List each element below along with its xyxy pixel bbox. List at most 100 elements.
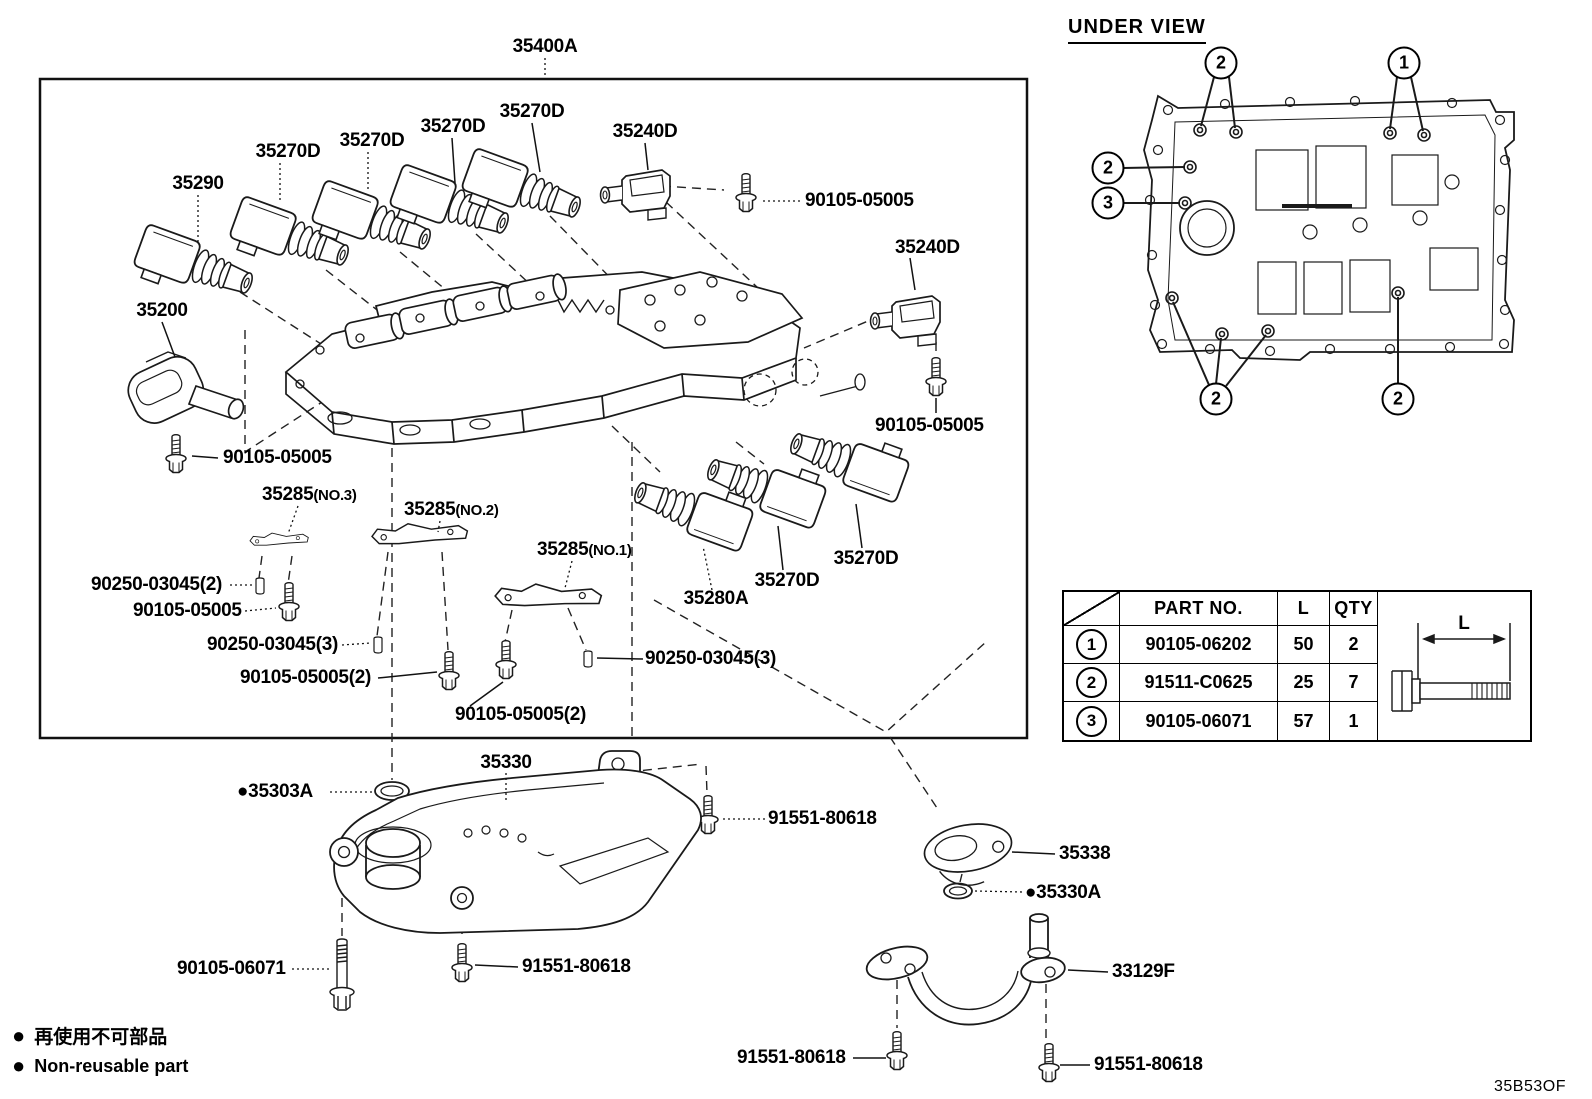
- assembly-box: [38, 77, 1029, 740]
- callout-35338: 35338: [1059, 843, 1111, 864]
- bracket-35285-no1: [493, 581, 603, 611]
- non-reusable-bullet-icon: ●: [12, 1022, 26, 1048]
- under-view-marker-2: 2: [1091, 151, 1125, 185]
- callout-9155180618: 91551-80618: [1094, 1054, 1203, 1075]
- under-view-marker-2: 2: [1199, 382, 1233, 416]
- callout-9010505005: 90105-05005: [133, 600, 242, 621]
- callout-35270d: 35270D: [754, 570, 820, 591]
- bracket-35285-no3: [249, 532, 309, 546]
- col-header-part-no: PART NO.: [1120, 592, 1278, 626]
- under-view-marker-2: 2: [1381, 382, 1415, 416]
- table-cell-length: 50: [1278, 626, 1330, 664]
- dim-label: L: [1458, 613, 1470, 634]
- callout-35330: 35330: [480, 752, 532, 773]
- callout-35280a: 35280A: [683, 588, 749, 609]
- callout-9010506071: 90105-06071: [177, 958, 286, 979]
- table-cell-part-no: 91511-C0625: [1120, 664, 1278, 702]
- callout-9010505005: 90105-05005: [875, 415, 984, 436]
- table-cell-length: 57: [1278, 702, 1330, 740]
- dashed-lines: [239, 185, 1047, 1040]
- table-cell-part-no: 90105-06202: [1120, 626, 1278, 664]
- callout-9155180618: 91551-80618: [737, 1047, 846, 1068]
- under-view-title: UNDER VIEW: [1068, 16, 1206, 44]
- callout-9155180618: 91551-80618: [768, 808, 877, 829]
- bolt-91551-80618: [1038, 1042, 1060, 1083]
- table-cell-qty: 7: [1330, 664, 1378, 702]
- callout-90105050052: 90105-05005(2): [240, 667, 372, 688]
- callout-35330a: ●35330A: [1025, 882, 1101, 903]
- under-view-marker-2: 2: [1204, 46, 1238, 80]
- legend-text-en: Non-reusable part: [34, 1055, 189, 1076]
- callout-35285: 35285(NO.3): [262, 484, 357, 505]
- table-row-marker: 3: [1064, 702, 1120, 740]
- sensor-35240d: [869, 295, 941, 347]
- legend: ● 再使用不可部品 ● Non-reusable part: [12, 1022, 188, 1083]
- callout-90250030453: 90250-03045(3): [207, 634, 339, 655]
- row-marker-3: 3: [1076, 705, 1107, 737]
- callout-90105050052: 90105-05005(2): [455, 704, 587, 725]
- bracket-35285-no2: [371, 523, 469, 545]
- bolt-90105-05005: [495, 639, 517, 680]
- callout-35200: 35200: [136, 300, 188, 321]
- non-reusable-bullet-icon: ●: [12, 1053, 26, 1078]
- callout-9010505005: 90105-05005: [805, 190, 914, 211]
- under-view-gasket: [1122, 76, 1515, 387]
- under-view-marker-3: 3: [1091, 186, 1125, 220]
- legend-text-jp: 再使用不可部品: [34, 1027, 168, 1048]
- callout-35270d: 35270D: [255, 141, 321, 162]
- table-cell-qty: 1: [1330, 702, 1378, 740]
- callout-35303a: ●35303A: [237, 781, 313, 802]
- sensor-35240d: [599, 169, 671, 221]
- sensor-35200: [127, 351, 245, 424]
- callout-35270d: 35270D: [499, 101, 565, 122]
- bolt-91551-80618: [886, 1030, 908, 1071]
- callout-35270d: 35270D: [420, 116, 486, 137]
- o-ring-35303a: [374, 781, 410, 801]
- row-marker-2: 2: [1076, 667, 1107, 698]
- bolt-90105-06071: [329, 938, 355, 1011]
- bolt-90105-05005: [278, 581, 300, 622]
- pin-90250-03045: [373, 636, 383, 654]
- pin-90250-03045: [255, 577, 265, 595]
- bolt-length-illustration: L: [1378, 592, 1530, 740]
- table-cell-length: 25: [1278, 664, 1330, 702]
- pin-90250-03045: [583, 650, 593, 668]
- bolt-90105-05005: [165, 433, 187, 474]
- legend-row-en: ● Non-reusable part: [12, 1055, 188, 1077]
- callout-90250030452: 90250-03045(2): [91, 574, 223, 595]
- table-cell-qty: 2: [1330, 626, 1378, 664]
- table-cell-part-no: 90105-06071: [1120, 702, 1278, 740]
- figure-code: 35B53OF: [1494, 1078, 1566, 1095]
- bolt-90105-05005: [438, 650, 460, 691]
- callout-35285: 35285(NO.1): [537, 539, 632, 560]
- bolt-90105-05005: [735, 172, 757, 213]
- cover-35338: [923, 823, 1013, 886]
- callout-35270d: 35270D: [833, 548, 899, 569]
- callout-35285: 35285(NO.2): [404, 499, 499, 520]
- table-corner-cell: [1064, 592, 1120, 626]
- valve-body: [284, 271, 866, 445]
- callout-35270d: 35270D: [339, 130, 405, 151]
- table-row-marker: 1: [1064, 626, 1120, 664]
- suction-pipe-33129f: [865, 913, 1066, 1026]
- bolt-90105-05005: [925, 356, 947, 397]
- bolt-91551-80618: [451, 942, 473, 983]
- callout-35240d: 35240D: [895, 237, 960, 258]
- callout-35400a: 35400A: [512, 36, 578, 57]
- callout-90250030453: 90250-03045(3): [645, 648, 777, 669]
- callout-35240d: 35240D: [612, 121, 678, 142]
- col-header-qty: QTY: [1330, 592, 1378, 626]
- legend-row-jp: ● 再使用不可部品: [12, 1022, 188, 1049]
- row-marker-1: 1: [1076, 629, 1107, 660]
- col-header-length: L: [1278, 592, 1330, 626]
- callout-9155180618: 91551-80618: [522, 956, 631, 977]
- callout-9010505005: 90105-05005: [223, 447, 332, 468]
- table-row-marker: 2: [1064, 664, 1120, 702]
- leader-lines: [161, 58, 1109, 1066]
- under-view-marker-1: 1: [1387, 46, 1421, 80]
- oil-strainer-35330: [329, 750, 702, 934]
- callout-35290: 35290: [172, 173, 224, 194]
